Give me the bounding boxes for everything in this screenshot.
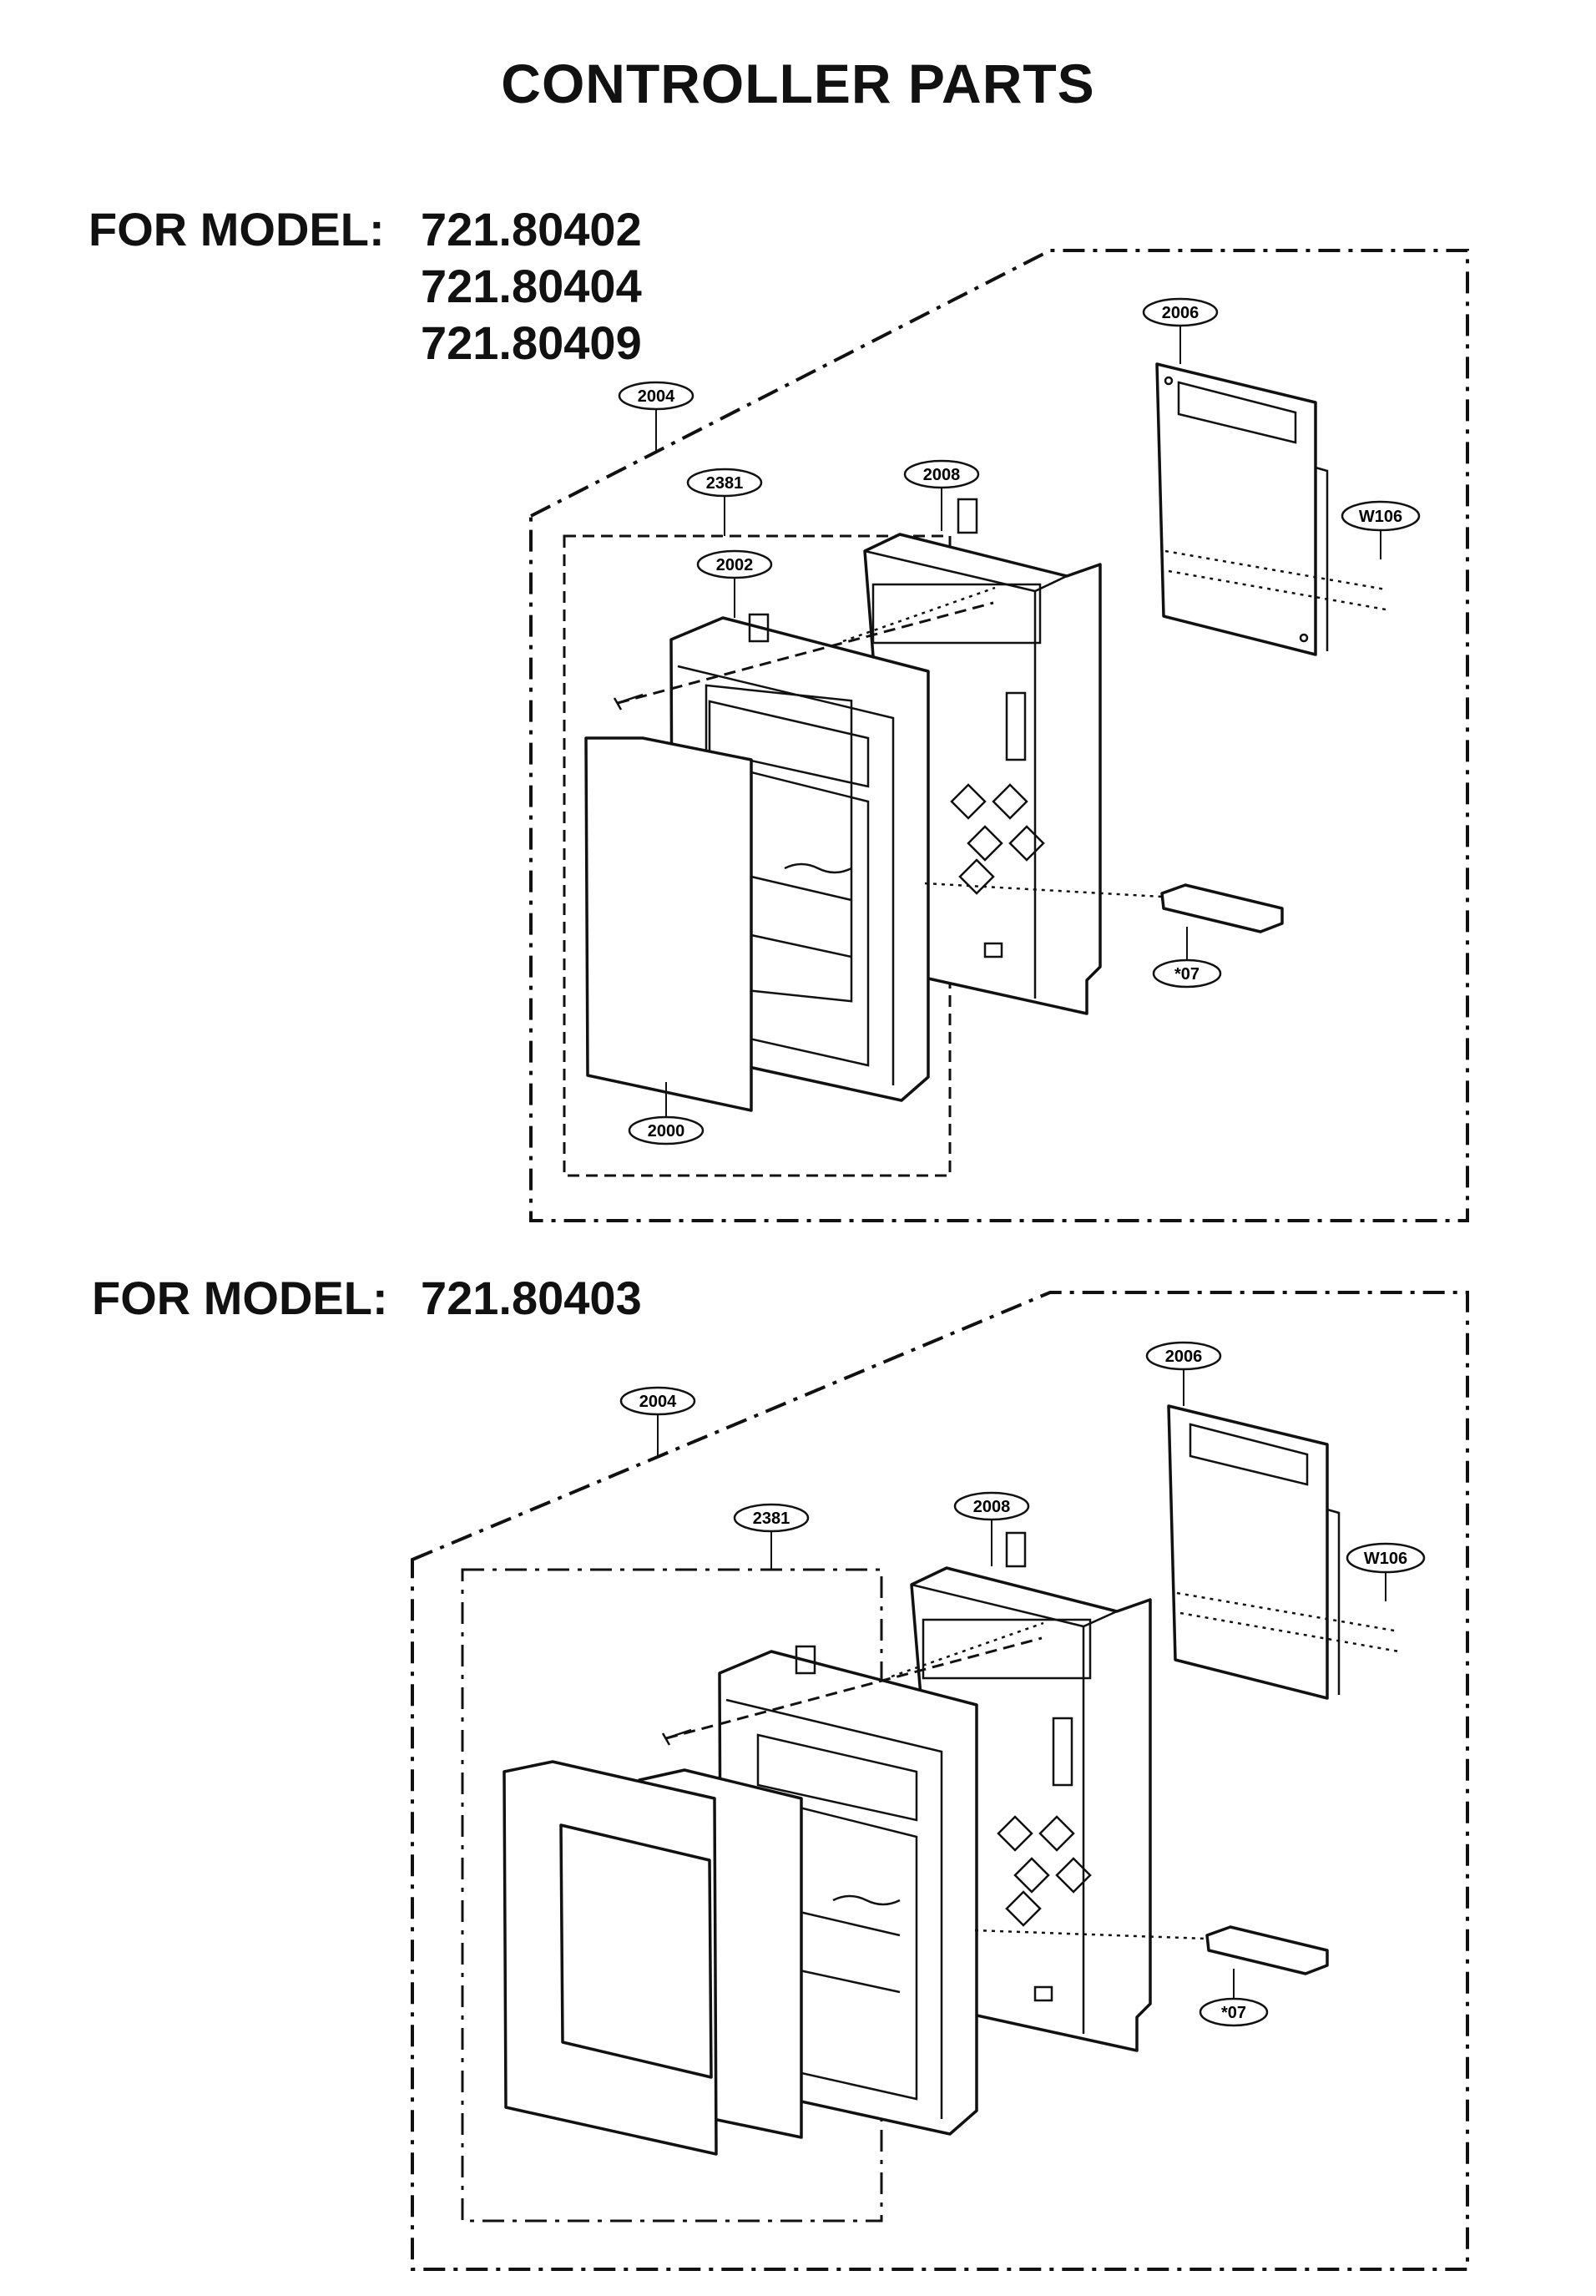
callout-2008-top: 2008 xyxy=(903,459,980,531)
svg-text:W106: W106 xyxy=(1364,1550,1407,1568)
callout-07-bottom: *07 xyxy=(1199,1969,1269,2027)
callout-2004-top: 2004 xyxy=(618,381,694,451)
bottom-assembly xyxy=(411,1291,1469,2271)
model-number-top-2: 721.80404 xyxy=(421,260,642,312)
callout-W106-top: W106 xyxy=(1341,500,1421,559)
svg-text:2381: 2381 xyxy=(753,1510,790,1528)
model-number-top-1: 721.80402 xyxy=(421,203,642,255)
callout-2000-top: 2000 xyxy=(628,1082,705,1145)
svg-text:2004: 2004 xyxy=(639,1393,677,1411)
callout-2006-top: 2006 xyxy=(1142,297,1219,364)
callout-2381-top: 2381 xyxy=(686,468,763,536)
svg-text:2381: 2381 xyxy=(706,474,744,493)
model-label-top: FOR MODEL: xyxy=(88,203,385,255)
model-number-bottom-1: 721.80403 xyxy=(421,1272,642,1324)
callout-2381-bottom: 2381 xyxy=(733,1503,810,1570)
bottom-callouts: 2004 2381 2008 2006 W106 *07 xyxy=(619,1341,1426,2027)
callout-2006-bottom: 2006 xyxy=(1145,1341,1222,1406)
callout-07-top: *07 xyxy=(1152,927,1222,989)
callout-W106-bottom: W106 xyxy=(1346,1542,1426,1601)
svg-text:2004: 2004 xyxy=(638,387,675,406)
callout-2002-top: 2002 xyxy=(696,549,773,618)
svg-text:W106: W106 xyxy=(1359,508,1402,526)
svg-text:2006: 2006 xyxy=(1162,304,1200,322)
top-callouts: 2004 2381 2002 2008 2006 W106 *07 2000 xyxy=(618,297,1421,1145)
svg-text:2008: 2008 xyxy=(923,466,961,484)
callout-2004-bottom: 2004 xyxy=(619,1386,696,1456)
model-number-top-3: 721.80409 xyxy=(421,316,642,369)
page-title: CONTROLLER PARTS xyxy=(501,53,1095,114)
svg-text:2006: 2006 xyxy=(1165,1348,1203,1366)
model-label-bottom: FOR MODEL: xyxy=(92,1272,388,1324)
svg-text:2000: 2000 xyxy=(648,1122,685,1140)
top-assembly xyxy=(529,249,1469,1222)
svg-text:*07: *07 xyxy=(1174,965,1200,984)
svg-text:2002: 2002 xyxy=(716,556,754,574)
svg-text:2008: 2008 xyxy=(973,1498,1011,1516)
svg-text:*07: *07 xyxy=(1221,2004,1246,2022)
callout-2008-bottom: 2008 xyxy=(953,1491,1030,1566)
